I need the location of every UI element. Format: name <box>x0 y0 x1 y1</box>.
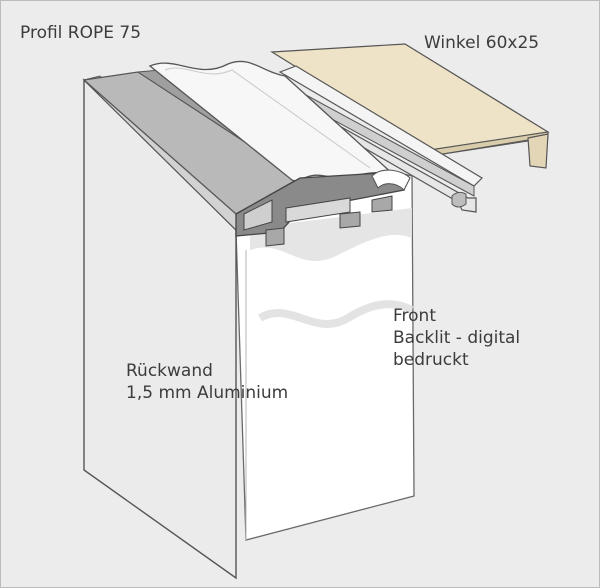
front-label: Front Backlit - digital bedruckt <box>393 305 520 371</box>
wooden-angle-piece <box>270 43 550 169</box>
back-panel-label-line2: 1,5 mm Aluminium <box>126 383 289 403</box>
back-panel-label: Rückwand 1,5 mm Aluminium <box>126 360 288 404</box>
front-label-line2: Backlit - digital <box>393 328 521 348</box>
rope-profile <box>82 60 411 247</box>
front-label-line1: Front <box>393 306 436 326</box>
back-panel-label-line1: Rückwand <box>126 361 213 381</box>
angle-label: Winkel 60x25 <box>424 32 539 54</box>
front-label-line3: bedruckt <box>393 350 469 370</box>
angle-label-text: Winkel 60x25 <box>424 33 540 53</box>
aluminium-back-panel <box>83 75 237 580</box>
profile-label: Profil ROPE 75 <box>20 22 141 44</box>
profile-label-text: Profil ROPE 75 <box>20 23 142 43</box>
